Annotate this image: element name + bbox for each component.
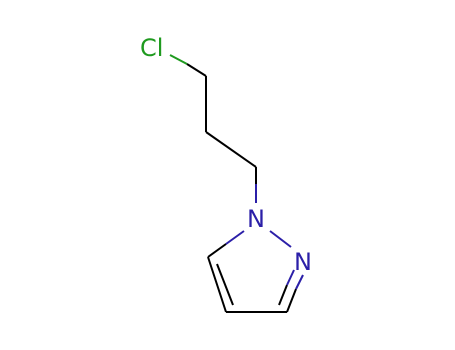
nitrogen-1-atom-label: N [247,205,265,233]
bond-c5-c4 [207,256,227,313]
bond-n1-n2 [269,230,292,248]
bond-c5-c4-inner [216,263,234,306]
bond-c3-n2-dark [286,288,297,313]
chlorine-atom-label: Cl [140,34,163,62]
bond-n1-c5-blue [225,230,245,245]
bond-c2-c3 [205,131,257,168]
bond-cl-c1 [169,54,188,65]
bond-cl-c1-dark [186,63,207,77]
bond-c3-n2-inner-blue [286,269,295,286]
bond-n1-c5-dark [207,243,227,258]
bond-c3-n2-blue [295,274,304,290]
nitrogen-2-atom-label: N [294,248,312,276]
bond-group [169,54,304,313]
bond-c3-n2-inner-dark [278,284,288,306]
